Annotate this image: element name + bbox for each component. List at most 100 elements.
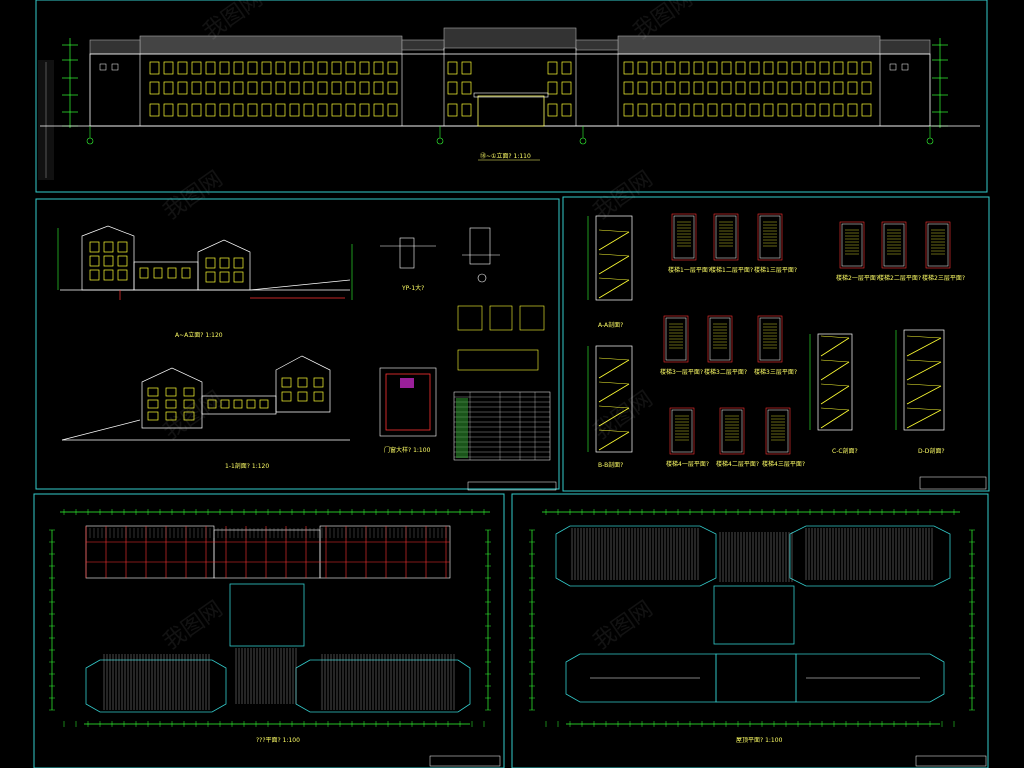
window [651,81,662,95]
window [387,81,398,95]
window [461,103,472,117]
window [819,103,830,117]
window [861,103,872,117]
svg-text:我图网: 我图网 [159,387,227,445]
window [191,81,202,95]
window [623,81,634,95]
window [693,61,704,75]
window [749,61,760,75]
window [317,81,328,95]
window [103,255,114,267]
window [233,61,244,75]
window [191,61,202,75]
stair-a-label: A-A剖面? [598,321,623,329]
window [359,81,370,95]
left-edge-marks [38,60,54,180]
detail-yp-label: YP-1大? [401,284,424,292]
window [373,81,384,95]
window [791,61,802,75]
window [651,61,662,75]
window [289,61,300,75]
window [791,103,802,117]
window [219,81,230,95]
window [345,61,356,75]
window [447,81,458,95]
section-b [61,355,350,441]
window [693,81,704,95]
window [247,103,258,117]
window [233,103,244,117]
window [247,81,258,95]
stair-plan-label: 楼梯2一层平面? [836,274,879,282]
window [205,61,216,75]
window [359,61,370,75]
window [103,269,114,281]
window [233,81,244,95]
window [623,103,634,117]
window [149,103,160,117]
window [561,103,572,117]
section-b-windows [147,377,324,421]
window [163,61,174,75]
svg-text:我图网: 我图网 [159,597,227,655]
window [117,269,128,281]
window [163,81,174,95]
window [275,61,286,75]
window [637,103,648,117]
detail-door-label: 门窗大样? 1:100 [384,446,431,454]
stair-plan-label: 楼梯3三层平面? [754,368,797,376]
plan-left-title: ???平面? 1:100 [256,737,300,744]
stair-plan-label: 楼梯2二层平面? [878,274,921,282]
window [561,81,572,95]
stair-plan-label: 楼梯4二层平面? [716,460,759,468]
window [447,103,458,117]
stair-c-label: C-C剖面? [832,447,858,455]
window [637,61,648,75]
window [303,103,314,117]
window [345,103,356,117]
window [561,61,572,75]
window [847,81,858,95]
stair-plan-label: 楼梯4三层平面? [762,460,805,468]
window [749,103,760,117]
window [735,103,746,117]
window [819,61,830,75]
stair-drawings: 楼梯1一层平面?楼梯1二层平面?楼梯1三层平面?楼梯2一层平面?楼梯2二层平面?… [587,213,987,490]
window [373,103,384,117]
window [317,103,328,117]
window [219,103,230,117]
window [805,103,816,117]
window [275,81,286,95]
window [805,81,816,95]
window [89,255,100,267]
window [735,61,746,75]
window [289,103,300,117]
window [693,103,704,117]
window [331,81,342,95]
window [707,61,718,75]
window [847,103,858,117]
elevation-windows [99,61,909,117]
floor-plan-left: ???平面? 1:100 [49,509,501,767]
window [219,61,230,75]
window [275,103,286,117]
window [721,81,732,95]
window [547,81,558,95]
window [777,103,788,117]
panel-borders [33,0,990,768]
window [763,61,774,75]
svg-text:我图网: 我图网 [589,597,657,655]
window [331,103,342,117]
window [833,81,844,95]
plan-right-title: 屋顶平面? 1:100 [736,737,783,744]
window [707,103,718,117]
window [833,103,844,117]
window [861,61,872,75]
window [833,61,844,75]
window [461,81,472,95]
window [303,81,314,95]
detail-drawings: YP-1大? 门窗大样? 1:100 [379,227,557,491]
section-b-title: 1-1剖面? 1:120 [225,462,269,470]
window [847,61,858,75]
window [651,103,662,117]
